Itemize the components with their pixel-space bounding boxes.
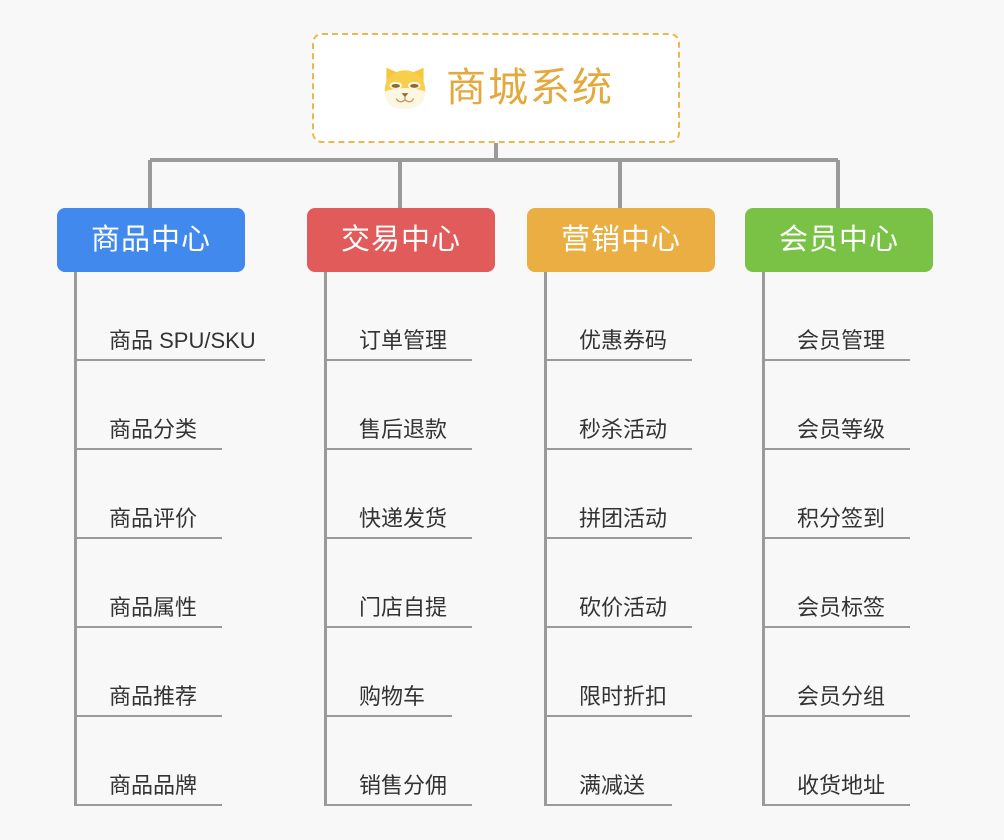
leaf-item[interactable]: 会员标签 bbox=[765, 539, 962, 628]
category-header-4[interactable]: 会员中心 bbox=[745, 208, 933, 272]
leaf-underline bbox=[327, 448, 472, 450]
leaf-underline bbox=[327, 715, 452, 717]
leaf-item[interactable]: 商品 SPU/SKU bbox=[77, 272, 274, 361]
leaf-item[interactable]: 会员管理 bbox=[765, 272, 962, 361]
leaf-label: 购物车 bbox=[359, 684, 426, 709]
leaf-label: 会员管理 bbox=[797, 328, 886, 353]
leaf-label: 积分签到 bbox=[797, 506, 886, 531]
leaf-item[interactable]: 商品属性 bbox=[77, 539, 274, 628]
leaf-list-1: 商品 SPU/SKU 商品分类 商品评价 商品属性 商品推荐 商品品牌 bbox=[74, 272, 274, 806]
leaf-label: 商品推荐 bbox=[109, 684, 198, 709]
leaf-item[interactable]: 商品评价 bbox=[77, 450, 274, 539]
category-header-2[interactable]: 交易中心 bbox=[307, 208, 495, 272]
root-node[interactable]: 商城系统 bbox=[312, 33, 680, 143]
leaf-underline bbox=[547, 359, 692, 361]
leaf-underline bbox=[77, 715, 222, 717]
leaf-item[interactable]: 秒杀活动 bbox=[547, 361, 744, 450]
leaf-underline bbox=[327, 537, 472, 539]
leaf-item[interactable]: 优惠券码 bbox=[547, 272, 744, 361]
leaf-item[interactable]: 订单管理 bbox=[327, 272, 524, 361]
leaf-label: 销售分佣 bbox=[359, 773, 448, 798]
leaf-underline bbox=[547, 715, 692, 717]
leaf-underline bbox=[765, 804, 910, 806]
leaf-list-2: 订单管理 售后退款 快递发货 门店自提 购物车 销售分佣 bbox=[324, 272, 524, 806]
category-header-label-1: 商品中心 bbox=[90, 223, 211, 256]
category-header-label-3: 营销中心 bbox=[560, 223, 681, 256]
leaf-item[interactable]: 快递发货 bbox=[327, 450, 524, 539]
leaf-label: 订单管理 bbox=[359, 328, 448, 353]
category-header-label-2: 交易中心 bbox=[340, 223, 461, 256]
leaf-underline bbox=[77, 626, 222, 628]
leaf-item[interactable]: 商品推荐 bbox=[77, 628, 274, 717]
leaf-underline bbox=[765, 537, 910, 539]
leaf-label: 限时折扣 bbox=[579, 684, 668, 709]
leaf-label: 快递发货 bbox=[359, 506, 448, 531]
leaf-underline bbox=[77, 804, 222, 806]
leaf-label: 优惠券码 bbox=[579, 328, 668, 353]
leaf-label: 秒杀活动 bbox=[579, 417, 668, 442]
leaf-label: 会员等级 bbox=[797, 417, 886, 442]
leaf-item[interactable]: 收货地址 bbox=[765, 717, 962, 806]
category-column-1: 商品中心 商品 SPU/SKU 商品分类 商品评价 商品属性 商品推荐 bbox=[57, 208, 274, 806]
leaf-item[interactable]: 售后退款 bbox=[327, 361, 524, 450]
leaf-item[interactable]: 门店自提 bbox=[327, 539, 524, 628]
leaf-label: 满减送 bbox=[579, 773, 646, 798]
leaf-item[interactable]: 拼团活动 bbox=[547, 450, 744, 539]
leaf-underline bbox=[327, 804, 472, 806]
leaf-item[interactable]: 销售分佣 bbox=[327, 717, 524, 806]
leaf-label: 商品 SPU/SKU bbox=[109, 328, 256, 353]
leaf-label: 商品属性 bbox=[109, 595, 198, 620]
category-header-3[interactable]: 营销中心 bbox=[527, 208, 715, 272]
leaf-underline bbox=[765, 359, 910, 361]
leaf-item[interactable]: 砍价活动 bbox=[547, 539, 744, 628]
leaf-underline bbox=[765, 626, 910, 628]
leaf-underline bbox=[327, 359, 472, 361]
leaf-item[interactable]: 购物车 bbox=[327, 628, 524, 717]
leaf-item[interactable]: 会员等级 bbox=[765, 361, 962, 450]
leaf-item[interactable]: 满减送 bbox=[547, 717, 744, 806]
category-column-3: 营销中心 优惠券码 秒杀活动 拼团活动 砍价活动 限时折扣 bbox=[527, 208, 744, 806]
leaf-label: 商品分类 bbox=[109, 417, 198, 442]
leaf-underline bbox=[77, 537, 222, 539]
leaf-underline bbox=[547, 537, 692, 539]
leaf-underline bbox=[547, 804, 672, 806]
shiba-dog-face-icon bbox=[384, 67, 426, 110]
leaf-item[interactable]: 限时折扣 bbox=[547, 628, 744, 717]
leaf-label: 门店自提 bbox=[359, 595, 448, 620]
leaf-list-3: 优惠券码 秒杀活动 拼团活动 砍价活动 限时折扣 满减送 bbox=[544, 272, 744, 806]
leaf-item[interactable]: 商品品牌 bbox=[77, 717, 274, 806]
leaf-label: 商品品牌 bbox=[109, 773, 198, 798]
leaf-label: 售后退款 bbox=[359, 417, 448, 442]
leaf-underline bbox=[547, 448, 692, 450]
category-header-label-4: 会员中心 bbox=[778, 223, 899, 256]
category-column-2: 交易中心 订单管理 售后退款 快递发货 门店自提 购物车 bbox=[307, 208, 524, 806]
leaf-label: 会员分组 bbox=[797, 684, 886, 709]
leaf-label: 会员标签 bbox=[797, 595, 886, 620]
leaf-underline bbox=[765, 715, 910, 717]
leaf-item[interactable]: 积分签到 bbox=[765, 450, 962, 539]
leaf-list-4: 会员管理 会员等级 积分签到 会员标签 会员分组 收货地址 bbox=[762, 272, 962, 806]
leaf-underline bbox=[77, 448, 222, 450]
leaf-underline bbox=[77, 359, 265, 361]
leaf-underline bbox=[547, 626, 692, 628]
category-header-1[interactable]: 商品中心 bbox=[57, 208, 245, 272]
leaf-label: 商品评价 bbox=[109, 506, 198, 531]
category-column-4: 会员中心 会员管理 会员等级 积分签到 会员标签 会员分组 bbox=[745, 208, 962, 806]
leaf-item[interactable]: 会员分组 bbox=[765, 628, 962, 717]
leaf-item[interactable]: 商品分类 bbox=[77, 361, 274, 450]
leaf-underline bbox=[765, 448, 910, 450]
leaf-label: 砍价活动 bbox=[579, 595, 668, 620]
leaf-underline bbox=[327, 626, 472, 628]
root-title: 商城系统 bbox=[446, 66, 614, 110]
leaf-label: 拼团活动 bbox=[579, 506, 668, 531]
leaf-label: 收货地址 bbox=[797, 773, 886, 798]
